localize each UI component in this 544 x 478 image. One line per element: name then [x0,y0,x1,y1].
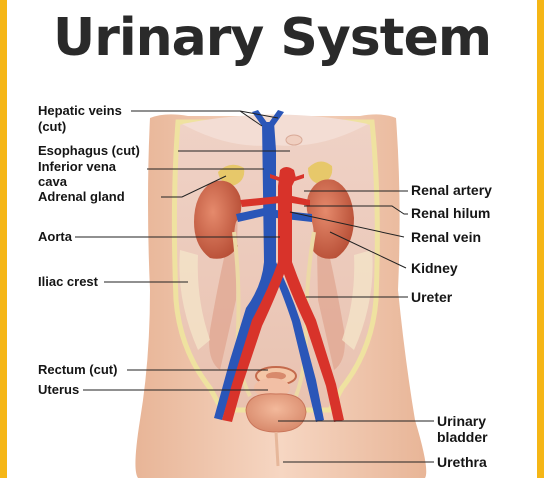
left-leader-lines [75,110,290,391]
inferior-vena-cava [214,122,276,420]
label-aorta: Aorta [38,229,72,244]
label-hepatic-veins-cut: (cut) [38,119,67,134]
right-kidney [306,179,354,259]
left-kidney [194,180,242,259]
label-renal-hilum: Renal hilum [411,205,491,221]
label-iliac-crest: Iliac crest [38,274,98,289]
frame-right-border [537,0,544,478]
right-adrenal-gland [308,161,333,184]
label-esophagus: Esophagus (cut) [38,143,140,158]
hepatic-veins [252,110,284,126]
label-rectum: Rectum (cut) [38,362,118,377]
right-iliac-wing [342,250,373,350]
label-kidney: Kidney [411,260,458,276]
left-renal-vein [236,208,264,222]
page-title: Urinary System [52,8,492,68]
label-urethra: Urethra [437,454,487,470]
left-adrenal-gland [218,164,245,186]
label-ureter: Ureter [411,289,453,305]
left-iliac-wing [179,250,210,350]
urinary-bladder [245,393,307,433]
esophagus-cut [285,134,303,146]
right-renal-artery [292,196,310,206]
aorta [222,167,344,422]
frame-left-border [0,0,7,478]
label-hepatic-veins: Hepatic veins [38,103,122,118]
right-ureter [294,231,316,397]
right-leader-lines [278,190,434,463]
label-urinary-bladder-2: bladder [437,429,488,445]
label-urinary-bladder: Urinary [437,413,487,429]
rectum-lumen [266,372,286,380]
diaphragm [182,114,368,146]
label-renal-vein: Renal vein [411,229,482,245]
urethra [274,431,280,467]
label-adrenal-gland: Adrenal gland [38,189,125,204]
celiac-branches [270,174,304,182]
right-iliac-vein [272,262,324,422]
label-inferior-vena-cava: Inferior vena [38,159,117,174]
left-renal-artery [240,196,280,207]
uterus [254,378,290,398]
label-uterus: Uterus [38,382,80,397]
label-renal-artery: Renal artery [411,182,492,198]
label-inferior-vena-cava-2: cava [38,174,67,189]
